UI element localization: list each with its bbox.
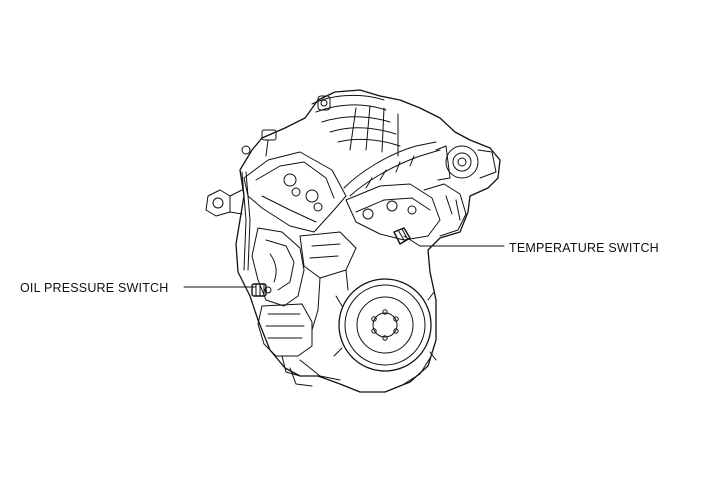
- temperature-switch-label: TEMPERATURE SWITCH: [509, 241, 659, 255]
- engine-outline: [235, 89, 501, 393]
- oil-pressure-switch-label: OIL PRESSURE SWITCH: [20, 281, 169, 295]
- flywheel: [338, 278, 432, 372]
- temperature-leader-line: [403, 235, 421, 247]
